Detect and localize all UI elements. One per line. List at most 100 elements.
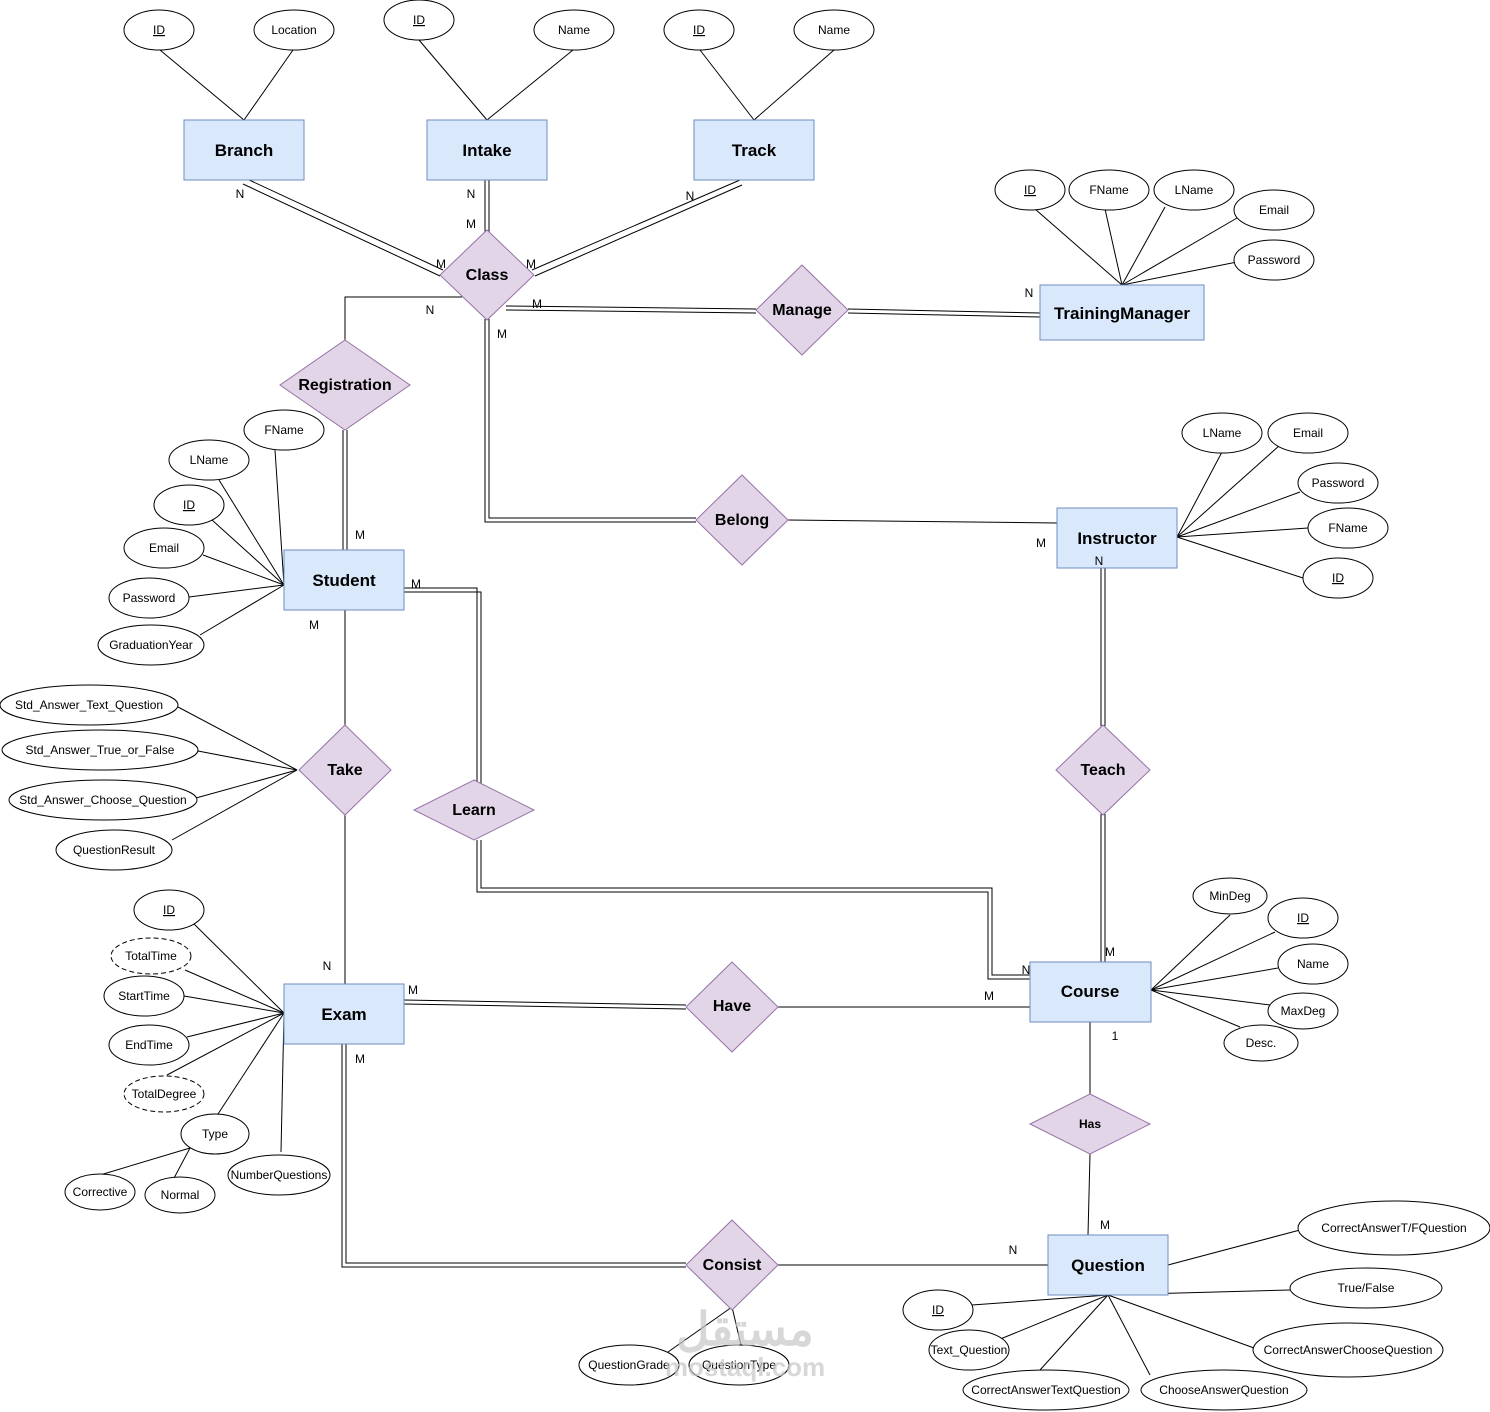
svg-text:Password: Password bbox=[1312, 476, 1365, 490]
relationship-has: Has bbox=[1028, 1093, 1152, 1155]
svg-text:Intake: Intake bbox=[462, 141, 511, 160]
svg-text:LName: LName bbox=[190, 453, 229, 467]
attribute-student-email: Email bbox=[123, 527, 205, 569]
cardinality-label: N bbox=[1009, 1243, 1018, 1257]
relationship-take: Take bbox=[298, 724, 392, 816]
svg-text:Belong: Belong bbox=[715, 512, 769, 529]
attribute-take-std-answer-choose: Std_Answer_Choose_Question bbox=[8, 779, 198, 821]
svg-text:Exam: Exam bbox=[321, 1005, 366, 1024]
svg-text:MaxDeg: MaxDeg bbox=[1281, 1004, 1326, 1018]
attribute-student-password: Password bbox=[108, 577, 190, 619]
svg-text:Email: Email bbox=[1259, 203, 1289, 217]
attribute-consist-question-type: QuestionType bbox=[688, 1344, 790, 1386]
attribute-student-graduation-year: GraduationYear bbox=[97, 624, 205, 666]
attribute-exam-type: Type bbox=[180, 1113, 250, 1155]
svg-text:Password: Password bbox=[1248, 253, 1301, 267]
svg-text:QuestionResult: QuestionResult bbox=[73, 843, 156, 857]
svg-text:FName: FName bbox=[1089, 183, 1129, 197]
svg-text:ID: ID bbox=[163, 903, 175, 917]
svg-text:Question: Question bbox=[1071, 1256, 1145, 1275]
svg-text:TrainingManager: TrainingManager bbox=[1054, 304, 1190, 323]
attribute-exam-start-time: StartTime bbox=[103, 975, 185, 1017]
svg-text:CorrectAnswerT/FQuestion: CorrectAnswerT/FQuestion bbox=[1321, 1221, 1466, 1235]
relationship-class: Class bbox=[439, 229, 535, 321]
attribute-question-true-false: True/False bbox=[1289, 1267, 1443, 1309]
svg-text:ID: ID bbox=[183, 498, 195, 512]
svg-text:Take: Take bbox=[327, 762, 362, 779]
entity-instructor: Instructor bbox=[1056, 507, 1178, 569]
svg-text:LName: LName bbox=[1175, 183, 1214, 197]
cardinality-label: M bbox=[1036, 536, 1046, 550]
attribute-question-id: ID bbox=[902, 1289, 974, 1331]
cardinality-labels: N M N M N M N M N M M M M M N N M M N M … bbox=[236, 187, 1119, 1257]
cardinality-label: M bbox=[355, 528, 365, 542]
cardinality-label: N bbox=[467, 187, 476, 201]
entity-intake: Intake bbox=[426, 119, 548, 181]
cardinality-label: N bbox=[1022, 963, 1031, 977]
attribute-manager-email: Email bbox=[1233, 189, 1315, 231]
cardinality-label: M bbox=[436, 257, 446, 271]
attribute-instructor-password: Password bbox=[1297, 462, 1379, 504]
attribute-exam-end-time: EndTime bbox=[108, 1024, 190, 1066]
attribute-question-choose-answer: ChooseAnswerQuestion bbox=[1140, 1369, 1308, 1411]
svg-text:ID: ID bbox=[932, 1303, 944, 1317]
svg-text:Have: Have bbox=[713, 998, 751, 1015]
svg-text:GraduationYear: GraduationYear bbox=[109, 638, 193, 652]
cardinality-label: M bbox=[1100, 1218, 1110, 1232]
svg-text:ID: ID bbox=[1332, 571, 1344, 585]
attribute-instructor-email: Email bbox=[1267, 412, 1349, 454]
attribute-exam-total-degree: TotalDegree bbox=[123, 1075, 205, 1113]
relationship-teach: Teach bbox=[1055, 724, 1151, 816]
attribute-question-correct-answer-tf: CorrectAnswerT/FQuestion bbox=[1297, 1200, 1490, 1256]
cardinality-label: M bbox=[411, 577, 421, 591]
svg-text:Email: Email bbox=[1293, 426, 1323, 440]
svg-text:Name: Name bbox=[818, 23, 850, 37]
attribute-exam-total-time: TotalTime bbox=[110, 937, 192, 975]
relationship-have: Have bbox=[685, 961, 779, 1053]
svg-text:StartTime: StartTime bbox=[118, 989, 170, 1003]
cardinality-label: M bbox=[309, 618, 319, 632]
attribute-manager-id: ID bbox=[994, 169, 1066, 211]
svg-text:Std_Answer_True_or_False: Std_Answer_True_or_False bbox=[26, 743, 175, 757]
svg-text:Desc.: Desc. bbox=[1246, 1036, 1277, 1050]
cardinality-label: 1 bbox=[1112, 1029, 1119, 1043]
cardinality-label: M bbox=[1105, 945, 1115, 959]
cardinality-label: N bbox=[236, 187, 245, 201]
svg-text:Teach: Teach bbox=[1080, 762, 1125, 779]
attribute-course-name: Name bbox=[1277, 943, 1349, 985]
attribute-instructor-id: ID bbox=[1302, 557, 1374, 599]
svg-text:LName: LName bbox=[1203, 426, 1242, 440]
svg-text:EndTime: EndTime bbox=[125, 1038, 173, 1052]
svg-text:FName: FName bbox=[264, 423, 304, 437]
svg-text:Std_Answer_Text_Question: Std_Answer_Text_Question bbox=[15, 698, 163, 712]
cardinality-label: M bbox=[984, 989, 994, 1003]
attribute-exam-type-corrective: Corrective bbox=[64, 1173, 136, 1211]
svg-text:Name: Name bbox=[1297, 957, 1329, 971]
cardinality-label: N bbox=[686, 189, 695, 203]
svg-text:ID: ID bbox=[1297, 911, 1309, 925]
svg-text:Registration: Registration bbox=[298, 377, 391, 394]
svg-text:Track: Track bbox=[732, 141, 777, 160]
cardinality-label: N bbox=[426, 303, 435, 317]
attribute-exam-id: ID bbox=[133, 889, 205, 931]
svg-text:ChooseAnswerQuestion: ChooseAnswerQuestion bbox=[1159, 1383, 1288, 1397]
attribute-intake-id: ID bbox=[383, 0, 455, 41]
svg-text:Learn: Learn bbox=[452, 802, 496, 819]
attribute-student-lname: LName bbox=[168, 439, 250, 481]
relationship-manage: Manage bbox=[755, 264, 849, 356]
svg-text:ID: ID bbox=[153, 23, 165, 37]
cardinality-label: M bbox=[466, 217, 476, 231]
watermark-latin: mostaql.com bbox=[665, 1352, 825, 1382]
attribute-branch-id: ID bbox=[123, 9, 195, 51]
svg-text:Type: Type bbox=[202, 1127, 228, 1141]
svg-text:Instructor: Instructor bbox=[1077, 529, 1157, 548]
cardinality-label: N bbox=[323, 959, 332, 973]
cardinality-label: M bbox=[497, 327, 507, 341]
svg-text:ID: ID bbox=[693, 23, 705, 37]
attribute-question-correct-answer-choose: CorrectAnswerChooseQuestion bbox=[1252, 1322, 1444, 1378]
attribute-student-id: ID bbox=[153, 484, 225, 526]
svg-text:Course: Course bbox=[1061, 982, 1120, 1001]
attribute-course-max-deg: MaxDeg bbox=[1267, 992, 1339, 1030]
entity-training-manager: TrainingManager bbox=[1039, 284, 1205, 341]
